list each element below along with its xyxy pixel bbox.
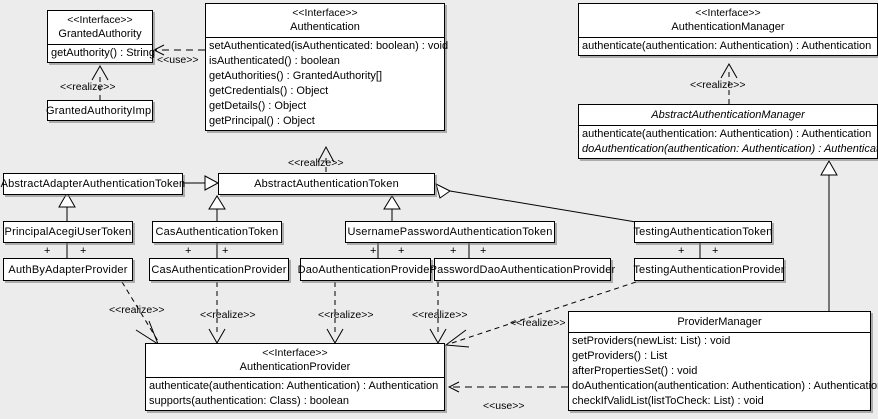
operation: authenticate(authentication: Authenticat… xyxy=(149,380,439,392)
class-abstract-adapter-authentication-token[interactable]: AbstractAdapterAuthenticationToken xyxy=(0,173,186,195)
operation: isAuthenticated() : boolean xyxy=(209,55,340,67)
class-name: DaoAuthenticationProvider xyxy=(297,263,434,276)
operation: setProviders(newList: List) : void xyxy=(572,335,731,347)
class-name: AuthenticationManager xyxy=(671,21,785,33)
operations-compartment: authenticate(authentication: Authenticat… xyxy=(579,37,877,55)
class-name: UsernamePasswordAuthenticationToken xyxy=(347,226,553,238)
label-realize-password-dao-authentication-provider: <<realize>> xyxy=(412,309,468,321)
class-granted-authority[interactable]: <<Interface>> GrantedAuthority getAuthor… xyxy=(47,10,155,63)
operation: authenticate(authentication: Authenticat… xyxy=(582,40,872,52)
label-realize-cas-authentication-provider: <<realize>> xyxy=(200,309,256,321)
operations-compartment: setAuthenticated(isAuthenticated: boolea… xyxy=(206,37,449,130)
stereotype-label: <<Interface>> xyxy=(67,14,133,26)
label-realize-abstract-authentication-token: <<realize>> xyxy=(288,157,344,169)
label-realize-testing-authentication-provider: <<realize>> xyxy=(510,317,566,329)
operation: authenticate(authentication: Authenticat… xyxy=(582,128,872,140)
class-header: <<Interface>> AuthenticationManager xyxy=(579,4,877,37)
operations-compartment: authenticate(authentication: Authenticat… xyxy=(146,377,444,410)
class-principal-acegi-user-token[interactable]: PrincipalAcegiUserToken xyxy=(3,221,133,243)
class-header: <<Interface>> GrantedAuthority xyxy=(48,11,152,44)
class-name: PrincipalAcegiUserToken xyxy=(4,226,132,238)
class-name: TestingAuthenticationToken xyxy=(633,226,773,238)
operation: getAuthorities() : GrantedAuthority[] xyxy=(209,70,383,82)
association-marker: + xyxy=(185,245,192,257)
class-name: AuthenticationProvider xyxy=(239,361,351,373)
class-authentication-provider[interactable]: <<Interface>> AuthenticationProvider aut… xyxy=(145,343,445,411)
class-name: PasswordDaoAuthenticationProvider xyxy=(429,263,616,276)
class-name: ProviderManager xyxy=(677,316,762,328)
operation: getPrincipal() : Object xyxy=(209,115,315,127)
class-password-dao-authentication-provider[interactable]: PasswordDaoAuthenticationProvider xyxy=(430,258,615,281)
class-dao-authentication-provider[interactable]: DaoAuthenticationProvider xyxy=(297,258,434,281)
class-testing-authentication-token[interactable]: TestingAuthenticationToken xyxy=(633,221,773,243)
class-name: AbstractAdapterAuthenticationToken xyxy=(0,178,186,190)
association-marker: + xyxy=(222,245,229,257)
class-cas-authentication-provider[interactable]: CasAuthenticationProvider xyxy=(149,258,289,281)
class-name: AbstractAuthenticationManager xyxy=(651,109,805,121)
operation: getCredentials() : Object xyxy=(209,85,329,97)
class-abstract-authentication-manager[interactable]: AbstractAuthenticationManager authentica… xyxy=(578,104,878,159)
class-name: GrantedAuthorityImpl xyxy=(46,104,154,117)
operation: doAuthentication(authentication: Authent… xyxy=(582,143,878,155)
class-auth-by-adapter-provider[interactable]: AuthByAdapterProvider xyxy=(3,258,133,281)
association-marker: + xyxy=(398,245,405,257)
stereotype-label: <<Interface>> xyxy=(695,7,761,19)
label-realize-granted-authority-impl: <<realize>> xyxy=(60,81,116,93)
operation: afterPropertiesSet() : void xyxy=(572,365,698,377)
class-testing-authentication-provider[interactable]: TestingAuthenticationProvider xyxy=(633,258,785,281)
class-name: Authentication xyxy=(290,21,360,33)
operation: supports(authentication: Class) : boolea… xyxy=(149,395,349,407)
label-realize-dao-authentication-provider: <<realize>> xyxy=(318,309,374,321)
association-marker: + xyxy=(480,245,487,257)
stereotype-label: <<Interface>> xyxy=(292,7,358,19)
operation: getProviders() : List xyxy=(572,350,668,362)
operations-compartment: setProviders(newList: List) : void getPr… xyxy=(569,332,878,410)
class-authentication[interactable]: <<Interface>> Authentication setAuthenti… xyxy=(205,3,449,131)
class-name: CasAuthenticationToken xyxy=(155,226,279,238)
association-marker: + xyxy=(370,245,377,257)
operation: getAuthority() : String xyxy=(51,47,155,59)
label-realize-auth-by-adapter-provider: <<realize>> xyxy=(109,304,165,316)
class-name: TestingAuthenticationProvider xyxy=(633,263,785,276)
stereotype-label: <<Interface>> xyxy=(262,347,328,359)
association-marker: + xyxy=(44,245,51,257)
association-marker: + xyxy=(80,245,87,257)
class-header: <<Interface>> Authentication xyxy=(206,4,444,37)
operations-compartment: authenticate(authentication: Authenticat… xyxy=(579,125,878,158)
class-header: AbstractAuthenticationManager xyxy=(579,105,877,125)
class-username-password-authentication-token[interactable]: UsernamePasswordAuthenticationToken xyxy=(345,221,555,243)
association-marker: + xyxy=(450,245,457,257)
label-realize-abstract-authentication-manager: <<realize>> xyxy=(690,79,746,91)
label-use-authentication-granted-authority: <<use>> xyxy=(157,54,199,66)
operation: setAuthenticated(isAuthenticated: boolea… xyxy=(209,40,449,52)
class-name: AbstractAuthenticationToken xyxy=(254,178,399,190)
operation: getDetails() : Object xyxy=(209,100,307,112)
class-abstract-authentication-token[interactable]: AbstractAuthenticationToken xyxy=(218,173,435,195)
class-cas-authentication-token[interactable]: CasAuthenticationToken xyxy=(152,221,282,243)
association-marker: + xyxy=(678,245,685,257)
class-header: <<Interface>> AuthenticationProvider xyxy=(146,344,444,377)
class-name: AuthByAdapterProvider xyxy=(8,263,128,276)
class-granted-authority-impl[interactable]: GrantedAuthorityImpl xyxy=(46,100,154,121)
class-header: ProviderManager xyxy=(569,312,870,332)
operation: doAuthentication(authentication: Authent… xyxy=(572,380,878,392)
class-authentication-manager[interactable]: <<Interface>> AuthenticationManager auth… xyxy=(578,3,878,56)
association-marker: + xyxy=(712,245,719,257)
operations-compartment: getAuthority() : String xyxy=(48,44,155,62)
class-name: CasAuthenticationProvider xyxy=(151,263,287,276)
operation: checkIfValidList(listToCheck: List) : vo… xyxy=(572,395,764,407)
label-use-provider-manager: <<use>> xyxy=(483,400,525,412)
class-name: GrantedAuthority xyxy=(58,28,142,40)
class-provider-manager[interactable]: ProviderManager setProviders(newList: Li… xyxy=(568,311,878,411)
